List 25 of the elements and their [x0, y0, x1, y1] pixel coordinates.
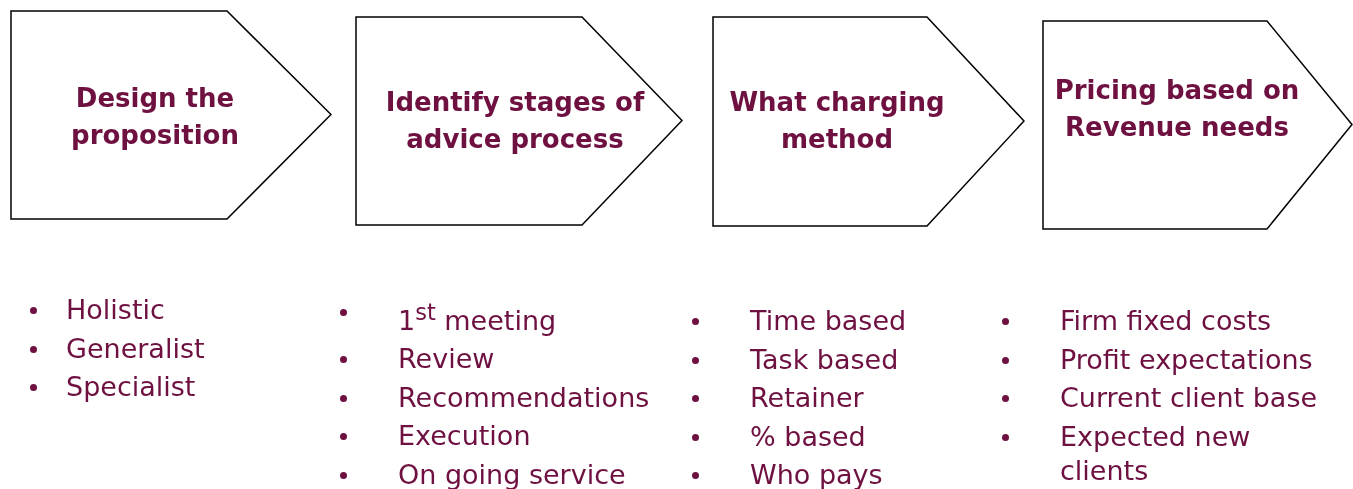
list-item: % based [750, 419, 866, 454]
list-item: Holistic [66, 293, 165, 327]
step-title: Identify stages of advice process [384, 86, 646, 156]
list-item: Time based [750, 304, 907, 338]
list-item: Retainer [750, 381, 864, 415]
list-item: On going service [398, 457, 626, 489]
list-item: Review [398, 342, 495, 376]
list-item: Execution [398, 419, 531, 453]
list-item: Expected new clients [1060, 419, 1252, 488]
step-title: What charging method [728, 86, 946, 156]
list-item: Generalist [66, 331, 205, 366]
list-item: Recommendations [398, 380, 650, 415]
step-box [10, 10, 332, 220]
list-item: Specialist [66, 370, 196, 404]
step-box [712, 16, 1025, 227]
step-box [355, 16, 683, 226]
list-item: Profit expectations [1060, 342, 1313, 377]
list-item: Current client base [1060, 381, 1318, 415]
step-box [1042, 20, 1353, 230]
list-item: Firm fixed costs [1060, 304, 1272, 338]
list-item: Who pays [750, 458, 883, 489]
list-item: Task based [750, 342, 899, 377]
step-title: Design the proposition [70, 82, 240, 152]
list-item: 1$^{st}$ meeting [398, 298, 557, 338]
step-title: Pricing based on Revenue needs [1053, 74, 1301, 144]
